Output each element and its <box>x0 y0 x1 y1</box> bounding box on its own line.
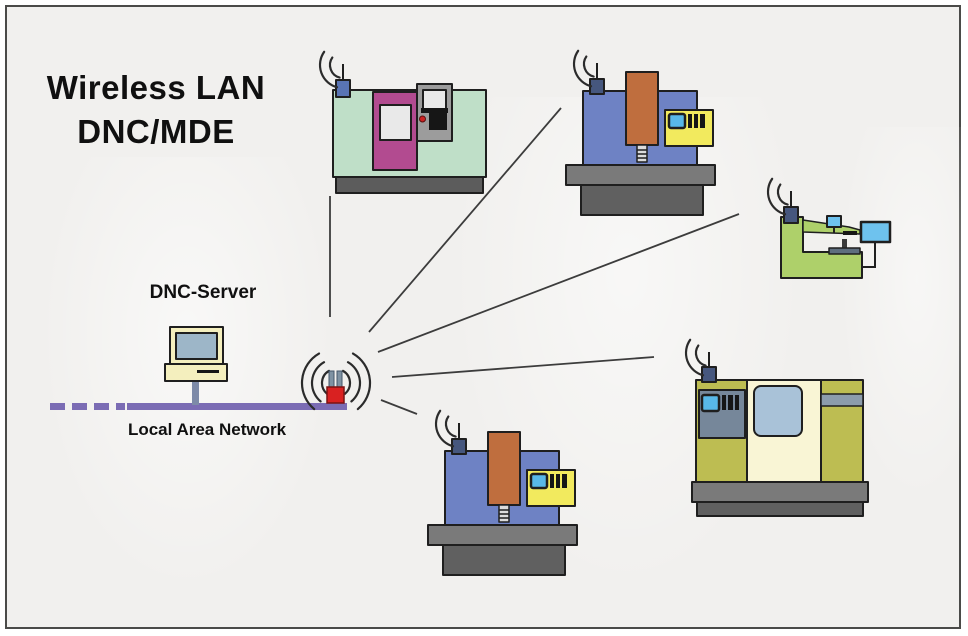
machine-cnc-lathe-yellow-icon <box>678 336 869 517</box>
connection-line-machine-2 <box>368 107 562 333</box>
radio-waves-icon <box>300 352 331 411</box>
machine-cnc-lathe-green-icon <box>312 48 487 194</box>
title-line-2: DNC/MDE <box>77 113 235 150</box>
small-display-icon <box>826 215 842 228</box>
radio-waves-icon <box>341 352 372 411</box>
lan-dash <box>116 403 125 410</box>
machine-vertical-mill-2-icon <box>428 409 577 575</box>
diagram-title: Wireless LAN DNC/MDE <box>28 66 284 154</box>
dnc-server-label: DNC-Server <box>149 282 257 303</box>
dnc-server-computer-icon <box>164 326 228 405</box>
monitor-icon <box>859 220 892 244</box>
machine-measuring-icon <box>760 175 892 279</box>
lan-dash <box>72 403 87 410</box>
antenna <box>328 370 335 388</box>
wireless-access-point-icon <box>300 352 372 411</box>
connection-line-machine-4 <box>380 399 418 415</box>
lan-dash <box>94 403 109 410</box>
connection-line-machine-5 <box>391 356 655 378</box>
monitor-screen <box>175 332 218 360</box>
antenna <box>336 370 343 388</box>
connection-line-machine-3 <box>377 213 740 353</box>
access-point-base <box>326 386 345 404</box>
machine-vertical-mill-icon <box>566 49 715 215</box>
antenna <box>701 366 717 383</box>
local-area-network-label: Local Area Network <box>127 420 287 439</box>
machine-window <box>753 385 803 437</box>
lan-dash <box>50 403 65 410</box>
computer-base <box>164 363 228 382</box>
lan-solid-segment <box>127 403 347 410</box>
antenna <box>783 206 799 224</box>
lan-bus-line <box>50 403 347 410</box>
connection-lines <box>329 107 740 415</box>
title-line-1: Wireless LAN <box>46 69 266 106</box>
antenna <box>335 79 351 98</box>
